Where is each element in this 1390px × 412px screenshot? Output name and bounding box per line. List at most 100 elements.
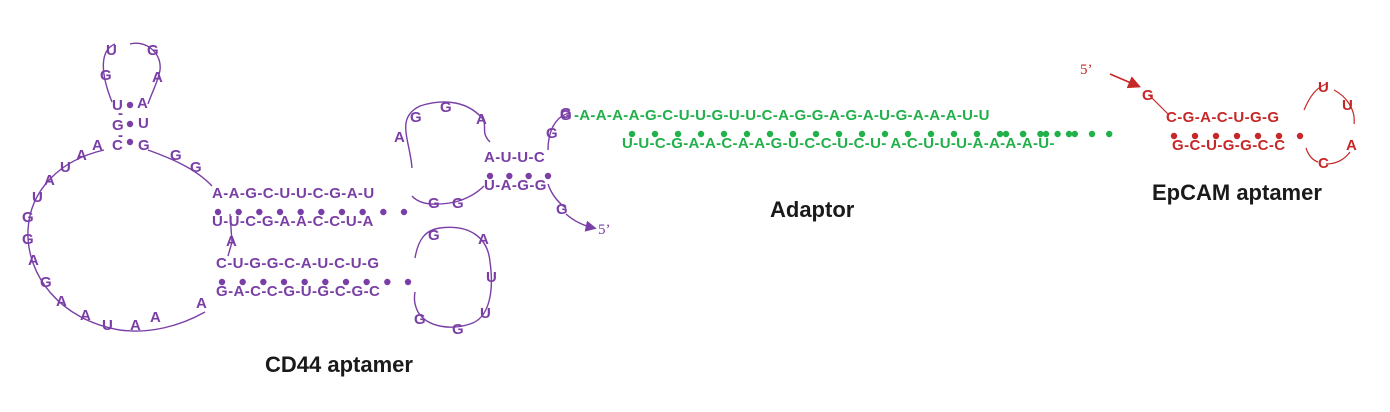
cd44-top-stem-nt: A (137, 95, 148, 112)
cd44-left-loop-nt: A (150, 309, 161, 326)
epcam-loop-nt: A (1346, 137, 1357, 154)
adaptor-label: Adaptor (770, 197, 855, 222)
cd44-right-tail-nt: G (546, 125, 558, 142)
cd44-aptamer-label: CD44 aptamer (265, 352, 413, 377)
adaptor-pair (835, 130, 843, 138)
cd44-lower-stem-pair (384, 278, 391, 286)
cd44-upper-stem-bottom: U-U-C-G-A-A-C-C-U-A (212, 213, 374, 230)
cd44-mid-loop-nt: G (440, 99, 452, 116)
epcam-aptamer-label: EpCAM aptamer (1152, 180, 1322, 205)
cd44-lower-stem-pair (301, 278, 308, 286)
cd44-lower-loop-nt: G (428, 227, 440, 244)
adaptor-pair (628, 130, 636, 138)
cd44-mid-loop-nt: A (476, 111, 487, 128)
cd44-backbone-dash: - (118, 105, 123, 122)
cd44-left-loop-nt: A (44, 172, 55, 189)
cd44-right-stem-bottom: U-A-G-G (484, 177, 547, 194)
cd44-lower-stem-pair (218, 278, 226, 286)
cd44-left-loop-nt: G (40, 274, 52, 291)
cd44-base-pairs (126, 101, 552, 286)
adaptor-top-strand: -A-A-A-A-G-C-U-U-G-U-U-C-A-G-G-A-G-A-U-G… (574, 107, 990, 124)
cd44-backbone (27, 42, 597, 332)
cd44-junction-nt: G (170, 147, 182, 164)
epcam-start-nt: G (1142, 87, 1154, 104)
cd44-upper-stem-pair (235, 208, 242, 216)
cd44-upper-stem-pair (256, 208, 263, 216)
cd44-top-stem-pair (126, 138, 134, 146)
cd44-top-stem-nt: G (112, 117, 124, 134)
cd44-right-tail-nt: G (560, 105, 572, 122)
cd44-lower-loop-nt: A (478, 231, 489, 248)
adaptor-pair (743, 130, 751, 138)
adaptor-pair (697, 130, 705, 138)
cd44-backbone-dash: - (118, 127, 123, 144)
adaptor-pair (1002, 130, 1010, 138)
adaptor-pair (1065, 130, 1073, 138)
cd44-lower-stem-pair (239, 278, 246, 286)
epcam-bottom-stem: G-C-U-G-G-C-C (1172, 137, 1286, 154)
cd44-left-loop-nt: A (76, 147, 87, 164)
cd44-upper-stem-top: A-A-G-C-U-U-C-G-A-U (212, 185, 375, 202)
cd44-lower-stem-pair (342, 278, 350, 286)
adaptor-base-pairs (628, 130, 1113, 138)
adaptor-pair (1054, 130, 1061, 138)
cd44-bulge-nt: A (226, 233, 237, 250)
cd44-lower-loop-nt: U (480, 305, 491, 322)
cd44-right-stem-pair (506, 172, 513, 180)
cd44-upper-stem-pair (318, 208, 325, 216)
adaptor-pair (858, 130, 866, 138)
cd44-lower-stem-pair (404, 278, 412, 286)
epcam-loop-nt: U (1342, 97, 1353, 114)
cd44-left-loop-nt: G (22, 231, 34, 248)
adaptor-pair (1106, 130, 1113, 138)
cd44-junction-nt: G (190, 159, 202, 176)
adaptor-pair (812, 130, 820, 138)
cd44-upper-stem-pair (214, 208, 222, 216)
cd44-lower-loop-nt: U (486, 269, 497, 286)
cd44-lower-loop-nt: G (452, 321, 464, 338)
epcam-top-stem: C-G-A-C-U-G-G (1166, 109, 1280, 126)
cd44-left-loop-nt: A (80, 307, 91, 324)
adaptor-pair (1088, 130, 1096, 138)
epcam-pair (1296, 132, 1304, 140)
cd44-left-loop-nt: G (22, 209, 34, 226)
epcam-pair (1275, 132, 1283, 140)
cd44-lower-stem-bottom: G-A-C-C-G-U-G-C-G-C (216, 283, 380, 300)
cd44-mid-loop-nt: A (394, 129, 405, 146)
cd44-five-prime-label: 5’ (598, 222, 611, 238)
cd44-top-loop-nt: U (106, 42, 117, 59)
adaptor-pair (1037, 130, 1044, 138)
adaptor-pair (720, 130, 728, 138)
epcam-loop-backbone (1303, 83, 1355, 165)
cd44-upper-stem-pair (400, 208, 408, 216)
adaptor-bottom-strand: U-U-C-G-A-A-C-A-A-G-U-C-C-U-C-U- A-C-U-U… (622, 135, 1055, 152)
adaptor: G-A-A-A-A-G-C-U-U-G-U-U-C-A-G-G-A-G-A-U-… (560, 107, 1113, 152)
adaptor-pair (1042, 130, 1050, 138)
adaptor-pair (674, 130, 682, 138)
adaptor-pair (950, 130, 958, 138)
cd44-left-loop-nt: U (102, 317, 113, 334)
cd44-upper-stem-pair (338, 208, 346, 216)
epcam-pair (1254, 132, 1262, 140)
cd44-mid-loop-nt: G (410, 109, 422, 126)
cd44-top-stem-nt: G (138, 137, 150, 154)
cd44-lower-stem-pair (280, 278, 288, 286)
epcam-five-prime-arrow (1109, 73, 1141, 89)
adaptor-pair (789, 130, 797, 138)
cd44-lower-stem-pair (322, 278, 329, 286)
cd44-upper-stem-pair (276, 208, 284, 216)
cd44-top-loop-nt: A (152, 69, 163, 86)
cd44-mid-loop-nt: G (428, 195, 440, 212)
adaptor-pair (904, 130, 912, 138)
adaptor-pair (766, 130, 774, 138)
epcam-pair (1191, 132, 1199, 140)
cd44-left-loop-nt: A (196, 295, 207, 312)
cd44-right-stem-top: A-U-U-C (484, 149, 545, 166)
cd44-lower-loop-nt: G (414, 311, 426, 328)
cd44-top-stem-nt: U (112, 97, 123, 114)
epcam-pair (1212, 132, 1220, 140)
adaptor-pair (996, 130, 1004, 138)
